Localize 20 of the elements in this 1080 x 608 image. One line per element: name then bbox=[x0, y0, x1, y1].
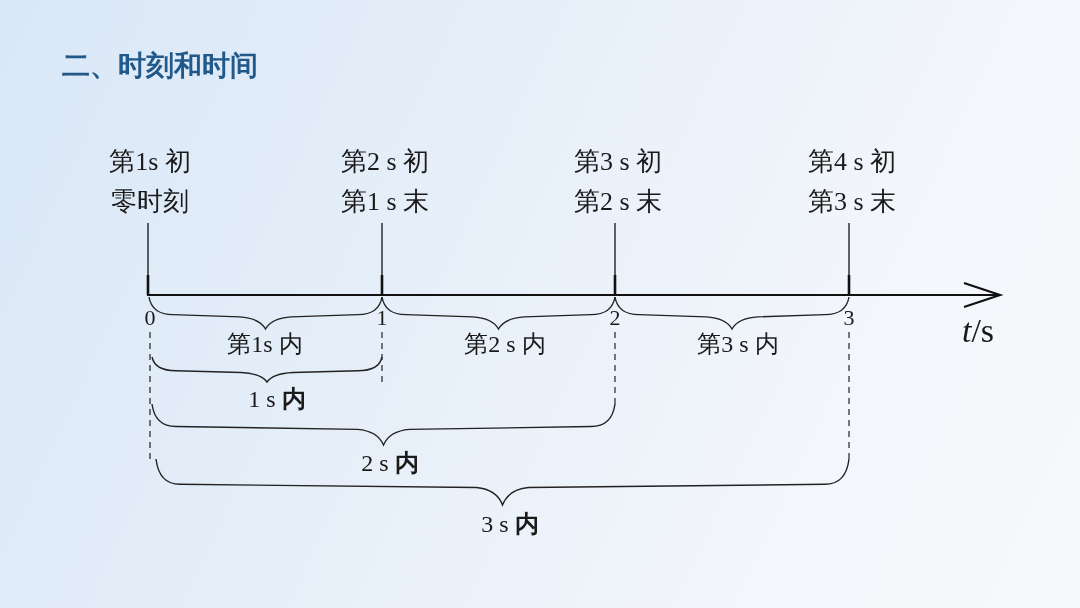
interval-label: 第3 s 内 bbox=[697, 331, 779, 358]
interval-label: 1 s 内 bbox=[248, 386, 306, 413]
interval-label: 第2 s 内 bbox=[464, 331, 546, 358]
time-point-label: 第3 s 末 bbox=[807, 188, 897, 217]
axis-label: t/s bbox=[961, 312, 995, 350]
slide-title: 二、时刻和时间 bbox=[62, 50, 258, 83]
time-point-label: 第3 s 初 bbox=[573, 148, 663, 177]
tick-number: 1 bbox=[376, 306, 388, 331]
time-point-label: 零时刻 bbox=[111, 188, 189, 217]
interval-label: 3 s 内 bbox=[481, 511, 539, 538]
tick-number: 2 bbox=[609, 306, 621, 331]
time-point-label: 第4 s 初 bbox=[807, 148, 897, 177]
interval-label: 第1s 内 bbox=[227, 331, 303, 358]
time-point-label: 第2 s 初 bbox=[340, 148, 430, 177]
tick-number: 0 bbox=[144, 306, 156, 331]
interval-label: 2 s 内 bbox=[361, 450, 419, 477]
time-point-label: 第1s 初 bbox=[109, 148, 191, 177]
time-point-label: 第2 s 末 bbox=[573, 188, 663, 217]
tick-number: 3 bbox=[843, 306, 855, 331]
time-point-label: 第1 s 末 bbox=[340, 188, 430, 217]
